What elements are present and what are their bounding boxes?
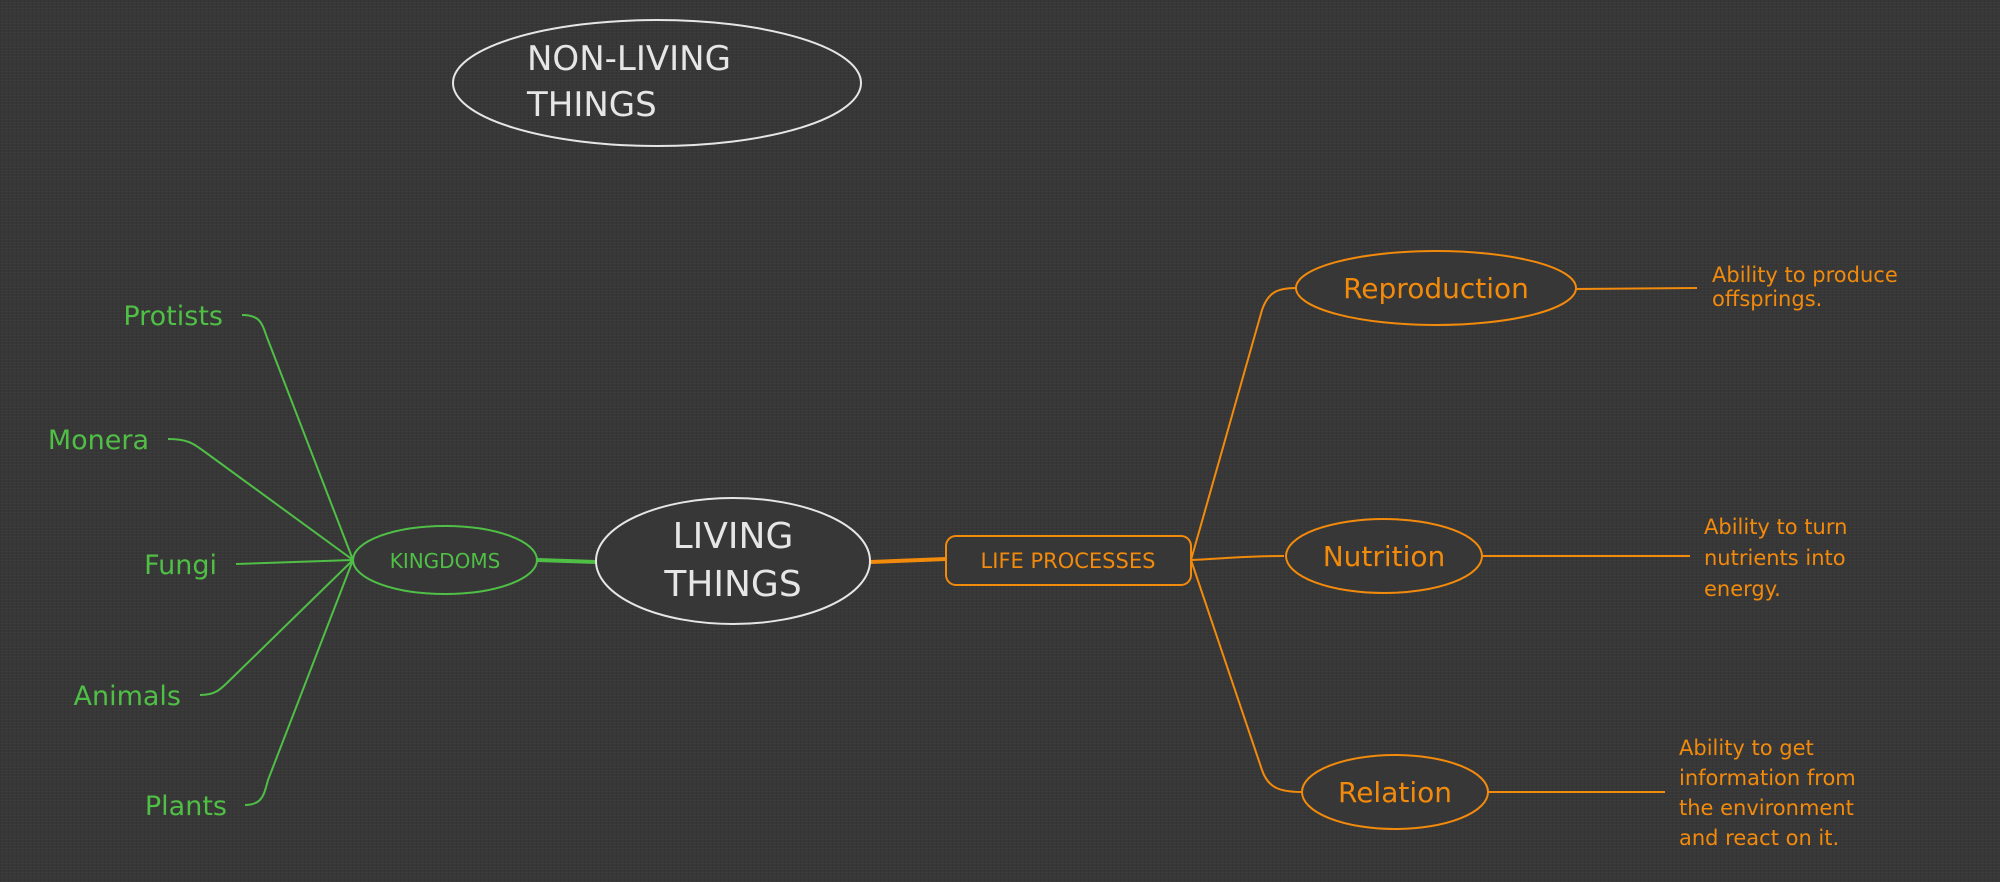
description-relation[interactable]: Ability to get information from the envi… xyxy=(1679,736,1856,850)
description-line: information from xyxy=(1679,766,1856,790)
node-living-things[interactable]: LIVING THINGS xyxy=(595,497,871,625)
kingdom-monera[interactable]: Monera xyxy=(48,425,149,456)
connector-kingdoms-living xyxy=(536,558,598,564)
connector-living-processes xyxy=(869,557,947,564)
description-line: offsprings. xyxy=(1712,287,1822,311)
node-label: Nutrition xyxy=(1323,540,1446,573)
kingdom-plants[interactable]: Plants xyxy=(145,791,227,822)
description-line: and react on it. xyxy=(1679,826,1839,850)
connector-fungi xyxy=(235,559,354,565)
node-kingdoms[interactable]: KINGDOMS xyxy=(352,525,538,595)
description-line: Ability to produce xyxy=(1712,263,1898,287)
node-reproduction[interactable]: Reproduction xyxy=(1295,250,1577,326)
node-label: Relation xyxy=(1338,776,1452,809)
node-life-processes[interactable]: LIFE PROCESSES xyxy=(945,535,1192,586)
connector-reproduction-desc xyxy=(1575,287,1698,290)
description-line: energy. xyxy=(1704,577,1781,601)
node-label: Reproduction xyxy=(1343,272,1529,305)
kingdom-protists[interactable]: Protists xyxy=(123,301,223,332)
node-label: KINGDOMS xyxy=(390,549,501,573)
description-line: Ability to turn xyxy=(1704,515,1847,539)
process-connectors xyxy=(869,287,1698,793)
node-label-line: NON-LIVING xyxy=(527,39,731,79)
connector-relation xyxy=(1190,559,1303,793)
description-line: Ability to get xyxy=(1679,736,1814,760)
node-non-living-things[interactable]: NON-LIVING THINGS xyxy=(452,19,862,147)
node-label-line: THINGS xyxy=(526,85,657,125)
description-nutrition[interactable]: Ability to turn nutrients into energy. xyxy=(1704,515,1847,601)
connector-reproduction xyxy=(1190,287,1297,561)
node-relation[interactable]: Relation xyxy=(1301,754,1489,830)
kingdom-animals[interactable]: Animals xyxy=(74,681,182,712)
description-line: the environment xyxy=(1679,796,1854,820)
description-line: nutrients into xyxy=(1704,546,1846,570)
node-label-line: THINGS xyxy=(663,564,801,605)
connector-monera xyxy=(167,438,354,561)
kingdom-fungi[interactable]: Fungi xyxy=(144,550,217,581)
connector-animals xyxy=(199,559,354,696)
connector-plants xyxy=(244,559,354,806)
node-label: LIFE PROCESSES xyxy=(981,549,1156,573)
node-nutrition[interactable]: Nutrition xyxy=(1285,518,1483,594)
node-label-line: LIVING xyxy=(673,516,794,557)
description-reproduction[interactable]: Ability to produce offsprings. xyxy=(1712,263,1898,311)
connector-nutrition xyxy=(1190,555,1285,561)
kingdom-connectors xyxy=(167,314,598,806)
connector-protists xyxy=(241,314,354,561)
